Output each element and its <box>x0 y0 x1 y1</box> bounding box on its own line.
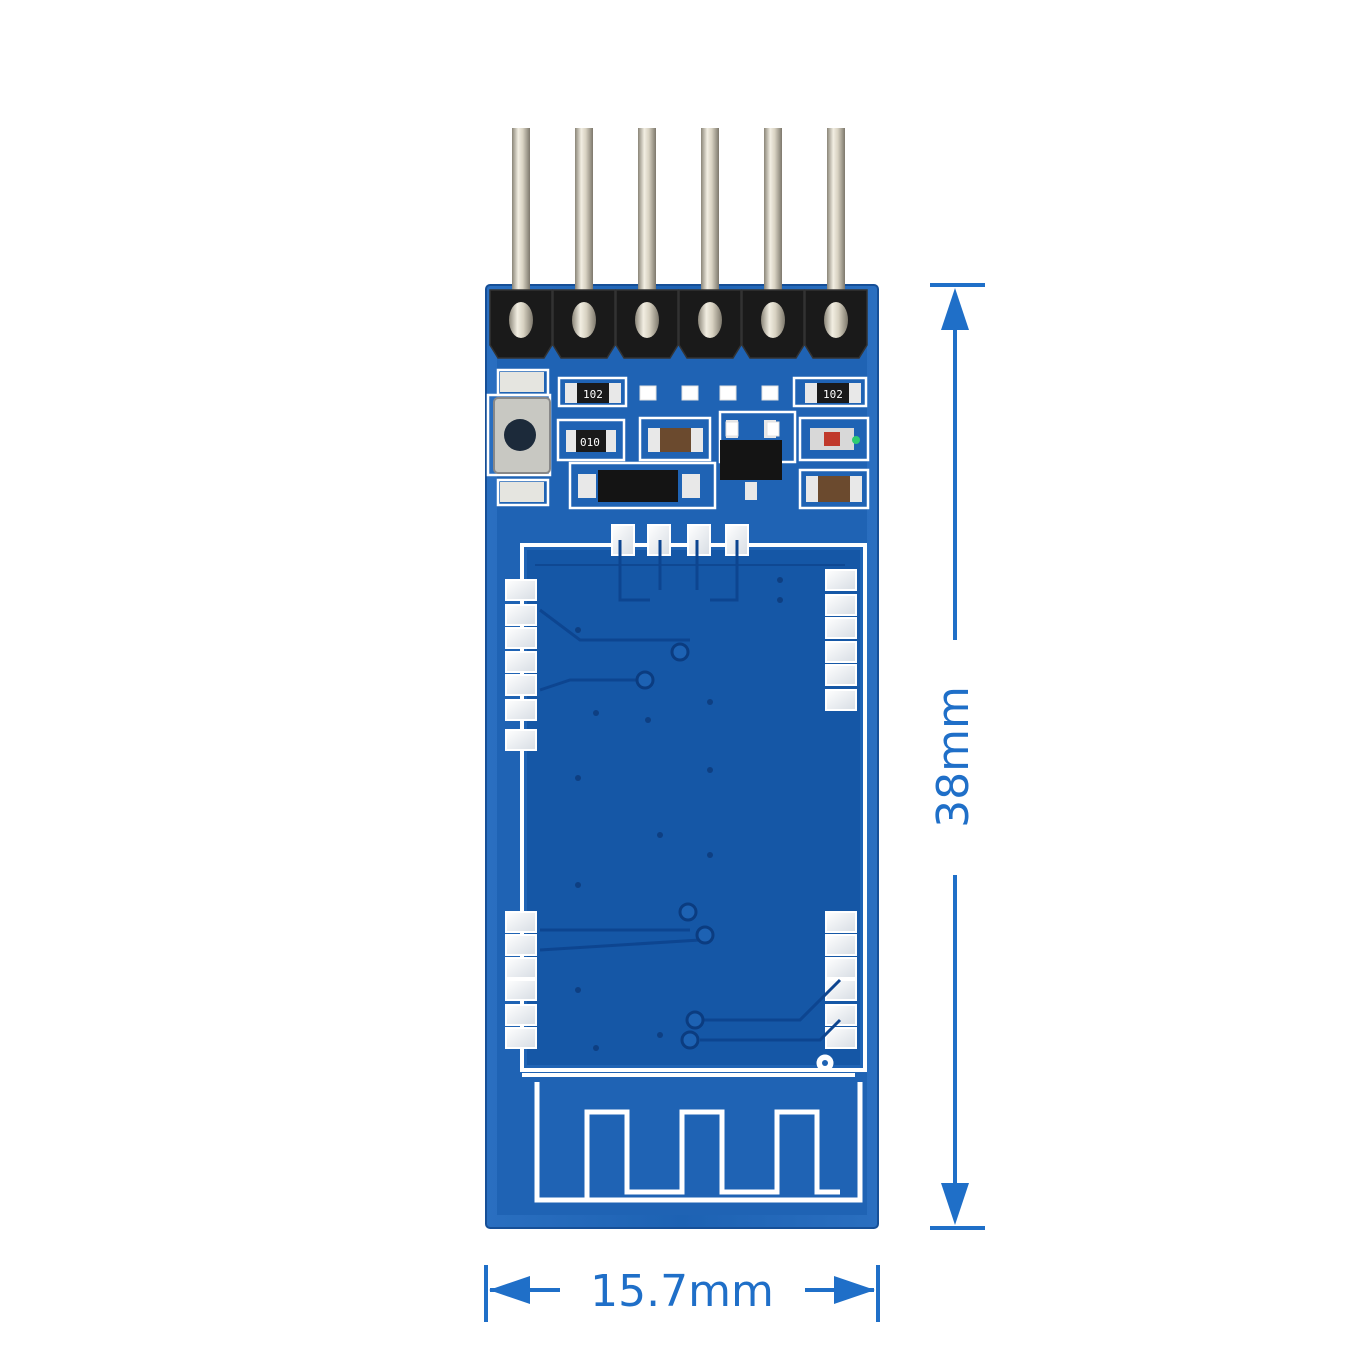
capacitor-2 <box>806 476 862 502</box>
reset-button <box>493 372 551 502</box>
header-pin <box>701 128 719 328</box>
module-pad <box>687 524 711 556</box>
module-pad <box>505 934 537 956</box>
height-dimension <box>930 283 985 1230</box>
solder-joint <box>761 302 785 338</box>
module-pads <box>505 524 857 1049</box>
module-pad <box>505 911 537 933</box>
module-pad <box>825 1004 857 1026</box>
components: 102 102 010 <box>486 368 870 510</box>
module-pad <box>825 934 857 956</box>
header-pin <box>638 128 656 328</box>
module-pad <box>505 957 537 979</box>
module-pad <box>825 569 857 591</box>
vias <box>575 577 783 1051</box>
capacitor <box>648 428 703 452</box>
module-pad <box>505 729 537 751</box>
antenna-trace <box>534 1082 863 1203</box>
module-pad <box>611 524 635 556</box>
module-pad <box>825 664 857 686</box>
header-pin <box>827 128 845 328</box>
solder-joint <box>509 302 533 338</box>
module-pad <box>505 579 537 601</box>
width-dimension <box>484 1265 880 1322</box>
module-pad <box>825 911 857 933</box>
module-pad <box>825 641 857 663</box>
module-outline <box>520 543 867 1077</box>
solder-joint <box>824 302 848 338</box>
module-pad <box>505 604 537 626</box>
led <box>810 428 860 450</box>
resistor-label: 102 <box>823 388 843 401</box>
module-pad <box>505 979 537 1001</box>
resistor-label: 102 <box>583 388 603 401</box>
module-pad <box>505 699 537 721</box>
pcb-traces <box>539 540 842 1042</box>
module-pad <box>505 627 537 649</box>
module-pad <box>825 689 857 711</box>
module-pad <box>825 617 857 639</box>
solder-joint <box>635 302 659 338</box>
module-pad <box>505 1004 537 1026</box>
module-pad <box>825 594 857 616</box>
solder-joint <box>572 302 596 338</box>
test-vias <box>635 642 834 1072</box>
resistor-label: 010 <box>580 436 600 449</box>
module-pad <box>505 651 537 673</box>
width-label: 15.7mm <box>590 1266 774 1317</box>
module-pad <box>825 957 857 979</box>
header-pin <box>575 128 593 328</box>
resistor-mid-left: 010 <box>566 430 616 452</box>
resistor-top-right: 102 <box>805 383 861 403</box>
regulator <box>578 470 700 502</box>
height-label: 38mm <box>928 686 979 828</box>
module-pad <box>505 674 537 696</box>
module-pad <box>505 1027 537 1049</box>
pin-header <box>489 128 868 359</box>
header-pin <box>764 128 782 328</box>
solder-joint <box>698 302 722 338</box>
module-pad <box>825 1027 857 1049</box>
resistor-top-left: 102 <box>565 383 621 403</box>
header-pin <box>512 128 530 328</box>
